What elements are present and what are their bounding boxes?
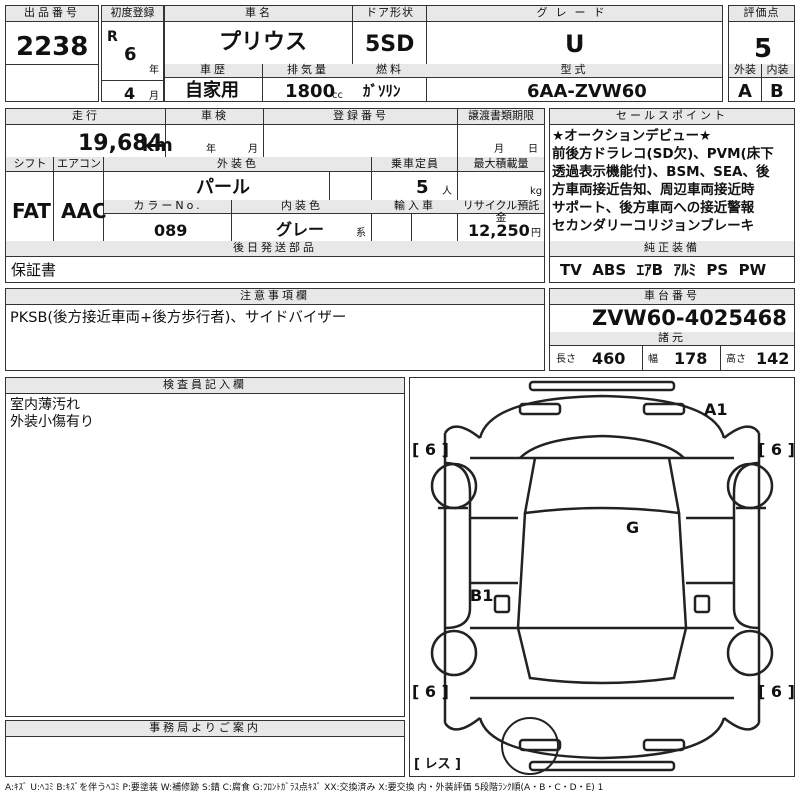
exterior-score: A xyxy=(738,81,752,102)
model: 6AA-ZVW60 xyxy=(527,81,647,102)
inspector-note: 室内薄汚れ xyxy=(10,397,80,413)
spare-tire: [ レス ] xyxy=(414,757,461,772)
aircon: AAC xyxy=(61,199,107,223)
reg-month: 4 xyxy=(124,84,136,103)
interior-score: B xyxy=(770,81,784,102)
caution-box: 注意事項欄 PKSB(後方接近車両+後方歩行者)、サイドバイザー xyxy=(5,288,545,371)
sales-line: サポート、後方車両への接近警報 xyxy=(552,200,755,216)
caution-text: PKSB(後方接近車両+後方歩行者)、サイドバイザー xyxy=(10,310,347,326)
score-box: 評価点 5 外装 内装 A B xyxy=(728,5,795,102)
sales-line: ★オークションデビュー★ xyxy=(552,128,712,144)
sales-line: 前後方ドラレコ(SD欠)、PVM(床下 xyxy=(552,146,774,162)
lot-number: 2238 xyxy=(16,32,89,62)
displacement: 1800 xyxy=(285,81,336,102)
width: 178 xyxy=(674,349,708,368)
chassis-number: ZVW60-4025468 xyxy=(592,306,787,330)
car-info-box: 車名 ドア形状 グレード プリウス 5SD U 車歴 排気量 燃料 型式 自家用… xyxy=(164,5,723,102)
inspector-box: 検査員記入欄 室内薄汚れ 外装小傷有り xyxy=(5,377,405,717)
lot-label: 出品番号 xyxy=(6,6,98,22)
damage-mark-b1: B1 xyxy=(470,586,494,605)
length: 460 xyxy=(592,349,626,368)
capacity: 5 xyxy=(416,177,429,198)
car-name: プリウス xyxy=(219,30,308,55)
overall-score: 5 xyxy=(754,34,773,64)
sales-line: セカンダリーコリジョンブレーキ xyxy=(552,218,755,234)
later-parts: 保証書 xyxy=(11,261,57,279)
detail-box: 走行 車検 登録番号 譲渡書類期限 19,684 km 年 月 月 日 シフト … xyxy=(5,108,545,283)
inspector-note: 外装小傷有り xyxy=(10,414,94,430)
recycle-fee: 12,250 xyxy=(468,221,530,240)
damage-mark-g: G xyxy=(626,518,640,537)
tire-tread-rr: [ 6 ] xyxy=(758,682,795,701)
equipment: TV ABS ｴｱB ｱﾙﾐ PS PW xyxy=(560,261,767,279)
mileage: 19,684 xyxy=(78,131,163,156)
grade: U xyxy=(565,30,585,58)
exterior-color: パール xyxy=(196,177,250,198)
lot-box: 出品番号 2238 xyxy=(5,5,99,102)
history: 自家用 xyxy=(185,80,239,101)
tire-tread-fr: [ 6 ] xyxy=(758,440,795,459)
interior-color: グレー xyxy=(276,220,325,239)
damage-mark-a1: A1 xyxy=(704,400,728,419)
chassis-box: 車台番号 ZVW60-4025468 諸元 長さ 460 幅 178 高さ 14… xyxy=(549,288,795,371)
first-reg-label: 初度登録 xyxy=(102,6,163,22)
shift: FAT xyxy=(12,199,51,223)
legend: A:ｷｽﾞ U:ﾍｺﾐ B:ｷｽﾞを伴うﾍｺﾐ P:要塗装 W:補修跡 S:錆 … xyxy=(5,783,604,793)
sales-line: 透過表示機能付)、BSM、SEA、後 xyxy=(552,164,770,180)
door-type: 5SD xyxy=(365,32,415,57)
sales-box: セールスポイント ★オークションデビュー★ 前後方ドラレコ(SD欠)、PVM(床… xyxy=(549,108,795,283)
fuel: ｶﾞｿﾘﾝ xyxy=(363,82,401,100)
era: R xyxy=(107,29,118,45)
car-diagram xyxy=(430,380,774,775)
first-reg-box: 初度登録 R 6 年 4 月 xyxy=(101,5,164,102)
car-diagram-box: A1 G B1 [ 6 ] [ 6 ] [ 6 ] [ 6 ] [ レス ] xyxy=(409,377,795,777)
tire-tread-fl: [ 6 ] xyxy=(412,440,449,459)
color-number: 089 xyxy=(154,221,188,240)
reg-year: 6 xyxy=(124,44,137,65)
tire-tread-rl: [ 6 ] xyxy=(412,682,449,701)
height: 142 xyxy=(756,349,790,368)
sales-line: 方車両接近告知、周辺車両接近時 xyxy=(552,182,755,198)
office-box: 事務局よりご案内 xyxy=(5,720,405,777)
